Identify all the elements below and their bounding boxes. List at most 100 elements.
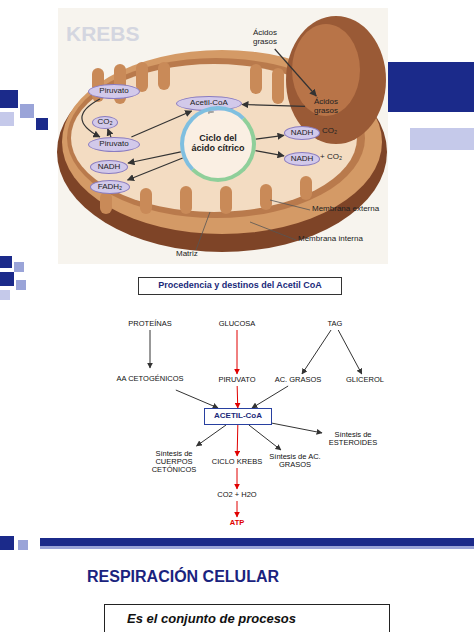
- node-text: CICLO KREBS: [212, 458, 262, 466]
- flow-arrow: [237, 330, 238, 374]
- molecule-text: + CO₂: [320, 153, 354, 162]
- node-text: ATP: [230, 519, 244, 527]
- deco-square: [0, 90, 18, 108]
- destination-text: Síntesis de ESTEROIDES: [322, 428, 384, 450]
- flow-arrow: [150, 330, 151, 368]
- flow-arrow: [197, 425, 227, 446]
- source-text: TAG: [305, 318, 365, 330]
- part-label: Membrana externa: [312, 205, 402, 214]
- intermediate-text: PIRUVATO: [207, 374, 267, 386]
- node-text: Piruvato: [99, 87, 128, 96]
- node-text: NADH: [98, 163, 121, 172]
- flow-arrow: [302, 330, 331, 374]
- flow-arrow: [128, 152, 181, 163]
- node-text: CO₂: [97, 118, 112, 127]
- molecule-text: Ácidos grasos: [305, 96, 347, 118]
- molecule-oval: Piruvato: [88, 137, 140, 152]
- molecule-oval: NADH: [284, 152, 320, 166]
- node-text: PROTEÍNAS: [128, 320, 171, 328]
- cycle-circle: Ciclo del ácido cítrico: [180, 106, 256, 182]
- deco-square: [20, 104, 34, 118]
- flow-arrow: [272, 423, 322, 433]
- node-text: AC. GRASOS: [275, 376, 322, 384]
- flow-arrow: [237, 425, 239, 456]
- source-text: PROTEÍNAS: [120, 318, 180, 330]
- deco-bar: [40, 538, 474, 546]
- node-text: TAG: [328, 320, 343, 328]
- node-text: FADH₂: [98, 183, 122, 192]
- intermediate-text: AC. GRASOS: [268, 374, 328, 386]
- molecule-text: CO₂: [322, 127, 348, 136]
- flow-arrow: [128, 158, 183, 180]
- node-text: NADH: [291, 129, 314, 138]
- deco-bar: [388, 62, 474, 112]
- node-text: PIRUVATO: [218, 376, 255, 384]
- deco-square: [18, 540, 28, 550]
- flow-arrow: [252, 386, 288, 408]
- node-text: CO2 + H2O: [217, 491, 256, 499]
- node-text: Síntesis de ESTEROIDES: [322, 431, 384, 448]
- destination-text: CICLO KREBS: [207, 456, 267, 468]
- destination-text: Síntesis de CUERPOS CETÓNICOS: [138, 446, 210, 478]
- node-text: Ácidos grasos: [305, 98, 347, 116]
- deco-square: [0, 112, 14, 126]
- molecule-text: Ácidos grasos: [242, 27, 288, 49]
- slide-title: KREBS: [66, 22, 140, 46]
- bullet-box: Es el conjunto de procesos: [104, 604, 390, 632]
- atp-text: ATP: [207, 517, 267, 529]
- flow-arrow: [256, 135, 284, 139]
- deco-bar: [410, 128, 474, 150]
- mitochondrion-dome: [286, 16, 386, 144]
- flow-arrow: [176, 390, 218, 408]
- node-text: Ácidos grasos: [242, 29, 288, 47]
- deco-square: [16, 280, 26, 290]
- node-text: GLICEROL: [346, 376, 384, 384]
- flow-arrow: [237, 468, 238, 489]
- deco-square: [0, 290, 10, 300]
- product-text: CO2 + H2O: [202, 489, 272, 501]
- flow-arrow: [249, 425, 281, 450]
- deco-square: [36, 118, 48, 130]
- deco-square: [0, 256, 12, 268]
- molecule-oval: NADH: [90, 160, 128, 174]
- flow-arrow: [237, 386, 239, 408]
- molecule-oval: Piruvato: [88, 84, 140, 99]
- deco-square: [0, 272, 14, 286]
- node-text: Ciclo del ácido cítrico: [190, 134, 246, 154]
- node-text: ACETIL-CoA: [214, 412, 262, 421]
- slide-heading: RESPIRACIÓN CELULAR: [87, 568, 407, 586]
- node-text: Procedencia y destinos del Acetil CoA: [158, 281, 322, 291]
- node-text: AA CETOGÉNICOS: [117, 375, 184, 383]
- source-text: GLUCOSA: [207, 318, 267, 330]
- node-text: Síntesis de AC. GRASOS: [262, 453, 328, 470]
- node-text: Piruvato: [99, 140, 128, 149]
- photo-background: [58, 8, 388, 264]
- molecule-oval: CO₂: [92, 116, 118, 129]
- deco-square: [14, 262, 24, 272]
- dome-highlight: [292, 24, 360, 116]
- acetyl-coa-box: ACETIL-CoA: [204, 408, 272, 425]
- part-label: Membrana interna: [298, 235, 388, 244]
- flow-arrow: [237, 501, 238, 517]
- intermediate-text: AA CETOGÉNICOS: [112, 368, 188, 390]
- molecule-oval: FADH₂: [90, 180, 130, 194]
- part-label: Matriz: [176, 250, 216, 259]
- flow-arrow: [275, 49, 317, 96]
- node-text: Síntesis de CUERPOS CETÓNICOS: [138, 450, 210, 475]
- flow-arrow: [255, 151, 284, 156]
- flow-arrow: [108, 129, 111, 137]
- molecule-oval: NADH: [284, 126, 320, 140]
- deco-bar: [40, 546, 474, 549]
- leader-lines: [196, 200, 310, 250]
- node-text: NADH: [291, 155, 314, 164]
- flow-arrow: [242, 104, 305, 106]
- deco-square: [0, 536, 14, 550]
- node-text: GLUCOSA: [219, 320, 256, 328]
- title-box: Procedencia y destinos del Acetil CoA: [138, 277, 342, 295]
- flow-arrow: [338, 330, 362, 374]
- intermediate-text: GLICEROL: [335, 374, 395, 386]
- node-text: Es el conjunto de procesos: [127, 612, 296, 626]
